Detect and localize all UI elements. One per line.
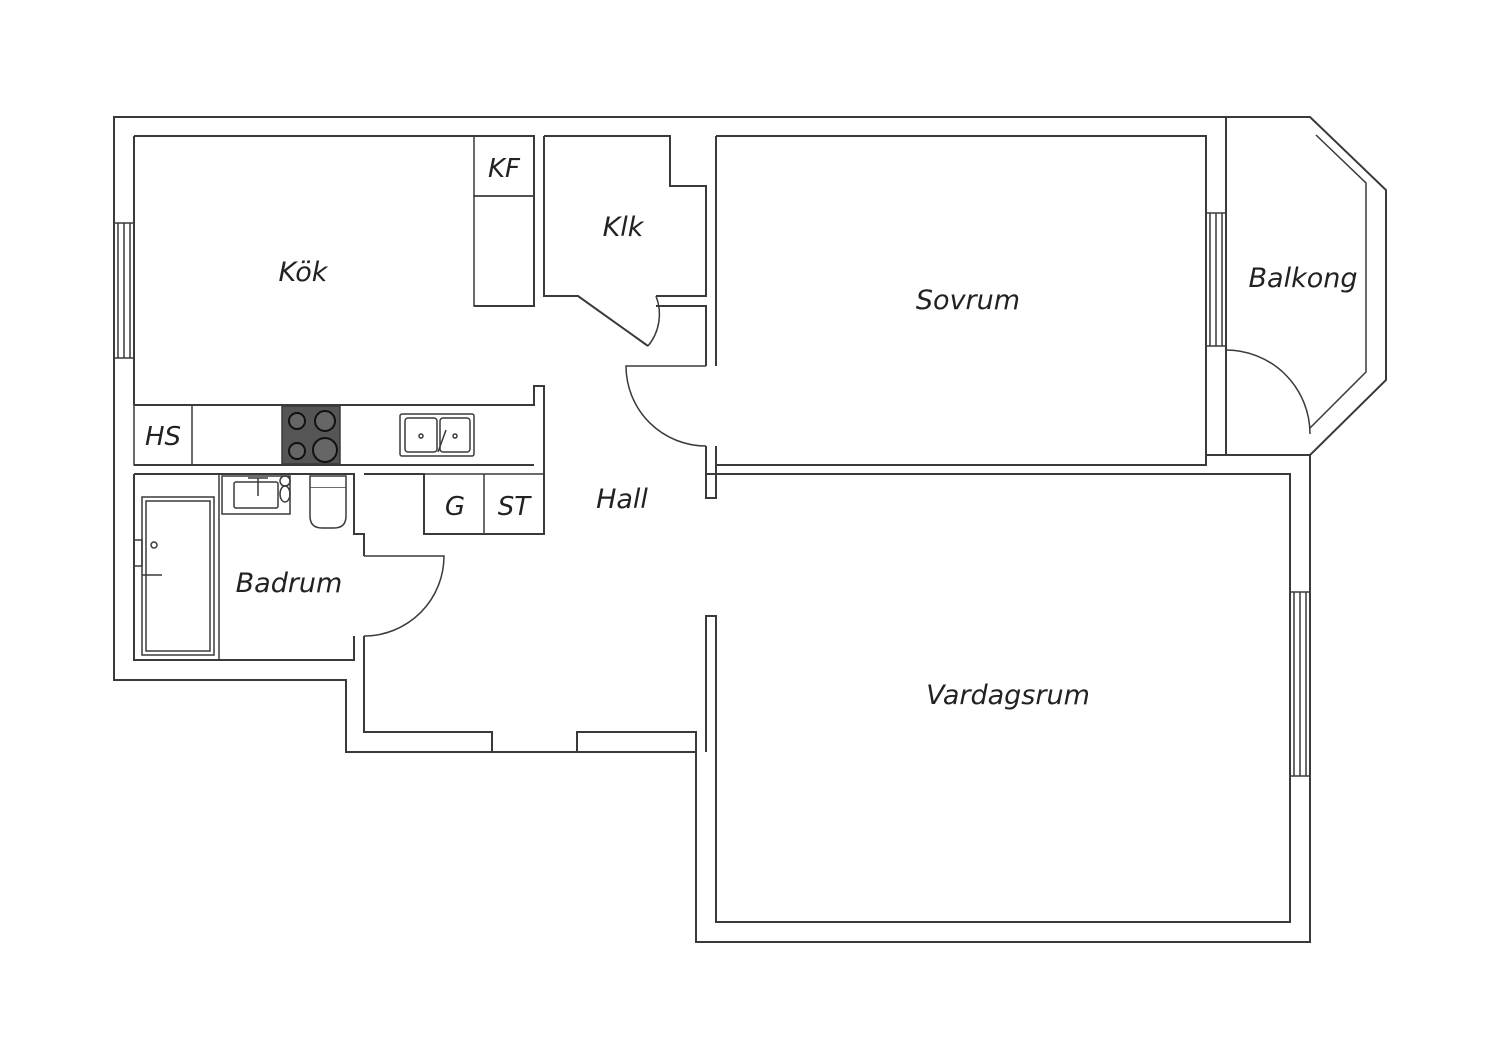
washbasin-bowl xyxy=(233,481,279,509)
stove-burner xyxy=(288,412,306,430)
room-label-g: G xyxy=(445,492,465,522)
kitchen-sink-basin xyxy=(404,417,438,453)
balcony-door xyxy=(1225,349,1311,435)
sink-drain xyxy=(452,433,458,439)
bedroom-door-stub xyxy=(705,446,717,499)
balcony-walls xyxy=(1206,117,1310,456)
kitchen-counter xyxy=(134,385,545,535)
bathroom-door xyxy=(363,555,445,637)
hs-cabinet xyxy=(133,404,193,466)
g-st-cabinets xyxy=(424,473,544,534)
toilet-roll xyxy=(279,475,291,487)
room-label-kf: KF xyxy=(488,154,521,184)
room-label-kok: Kök xyxy=(279,257,329,288)
bedroom-door xyxy=(625,365,707,447)
stove-burner xyxy=(312,437,338,463)
room-label-sovrum: Sovrum xyxy=(916,285,1020,316)
closet-door xyxy=(647,295,661,347)
toilet-bowl xyxy=(309,488,347,529)
balcony-window xyxy=(1206,212,1226,347)
shower-knob xyxy=(150,541,158,549)
living-room-walls xyxy=(705,473,1291,923)
sink-faucet xyxy=(437,429,447,453)
room-label-balkong: Balkong xyxy=(1249,263,1358,294)
shower-inner xyxy=(145,500,211,652)
room-label-st: ST xyxy=(498,492,533,522)
living-room-window xyxy=(1290,591,1310,777)
room-label-hs: HS xyxy=(145,422,181,452)
washbasin-tap xyxy=(248,477,268,496)
kitchen-window xyxy=(114,222,135,359)
closet-walls xyxy=(543,135,707,347)
bathroom-walls xyxy=(133,473,697,752)
toilet-tank xyxy=(309,475,347,489)
room-label-klk: Klk xyxy=(603,212,645,243)
balcony-outline-inner xyxy=(1309,134,1367,429)
kitchen-sink-basin xyxy=(439,417,471,453)
shower-control xyxy=(133,539,143,567)
stove-burner xyxy=(314,410,336,432)
stove-burner xyxy=(288,442,306,460)
sink-drain xyxy=(418,433,424,439)
room-label-vardagsrum: Vardagsrum xyxy=(926,680,1090,711)
room-label-hall: Hall xyxy=(596,484,648,515)
kf-cabinet-lower xyxy=(473,195,535,307)
room-label-badrum: Badrum xyxy=(236,568,343,599)
outer-wall xyxy=(113,116,1387,943)
hall-partition xyxy=(656,305,707,366)
shower xyxy=(141,496,215,656)
